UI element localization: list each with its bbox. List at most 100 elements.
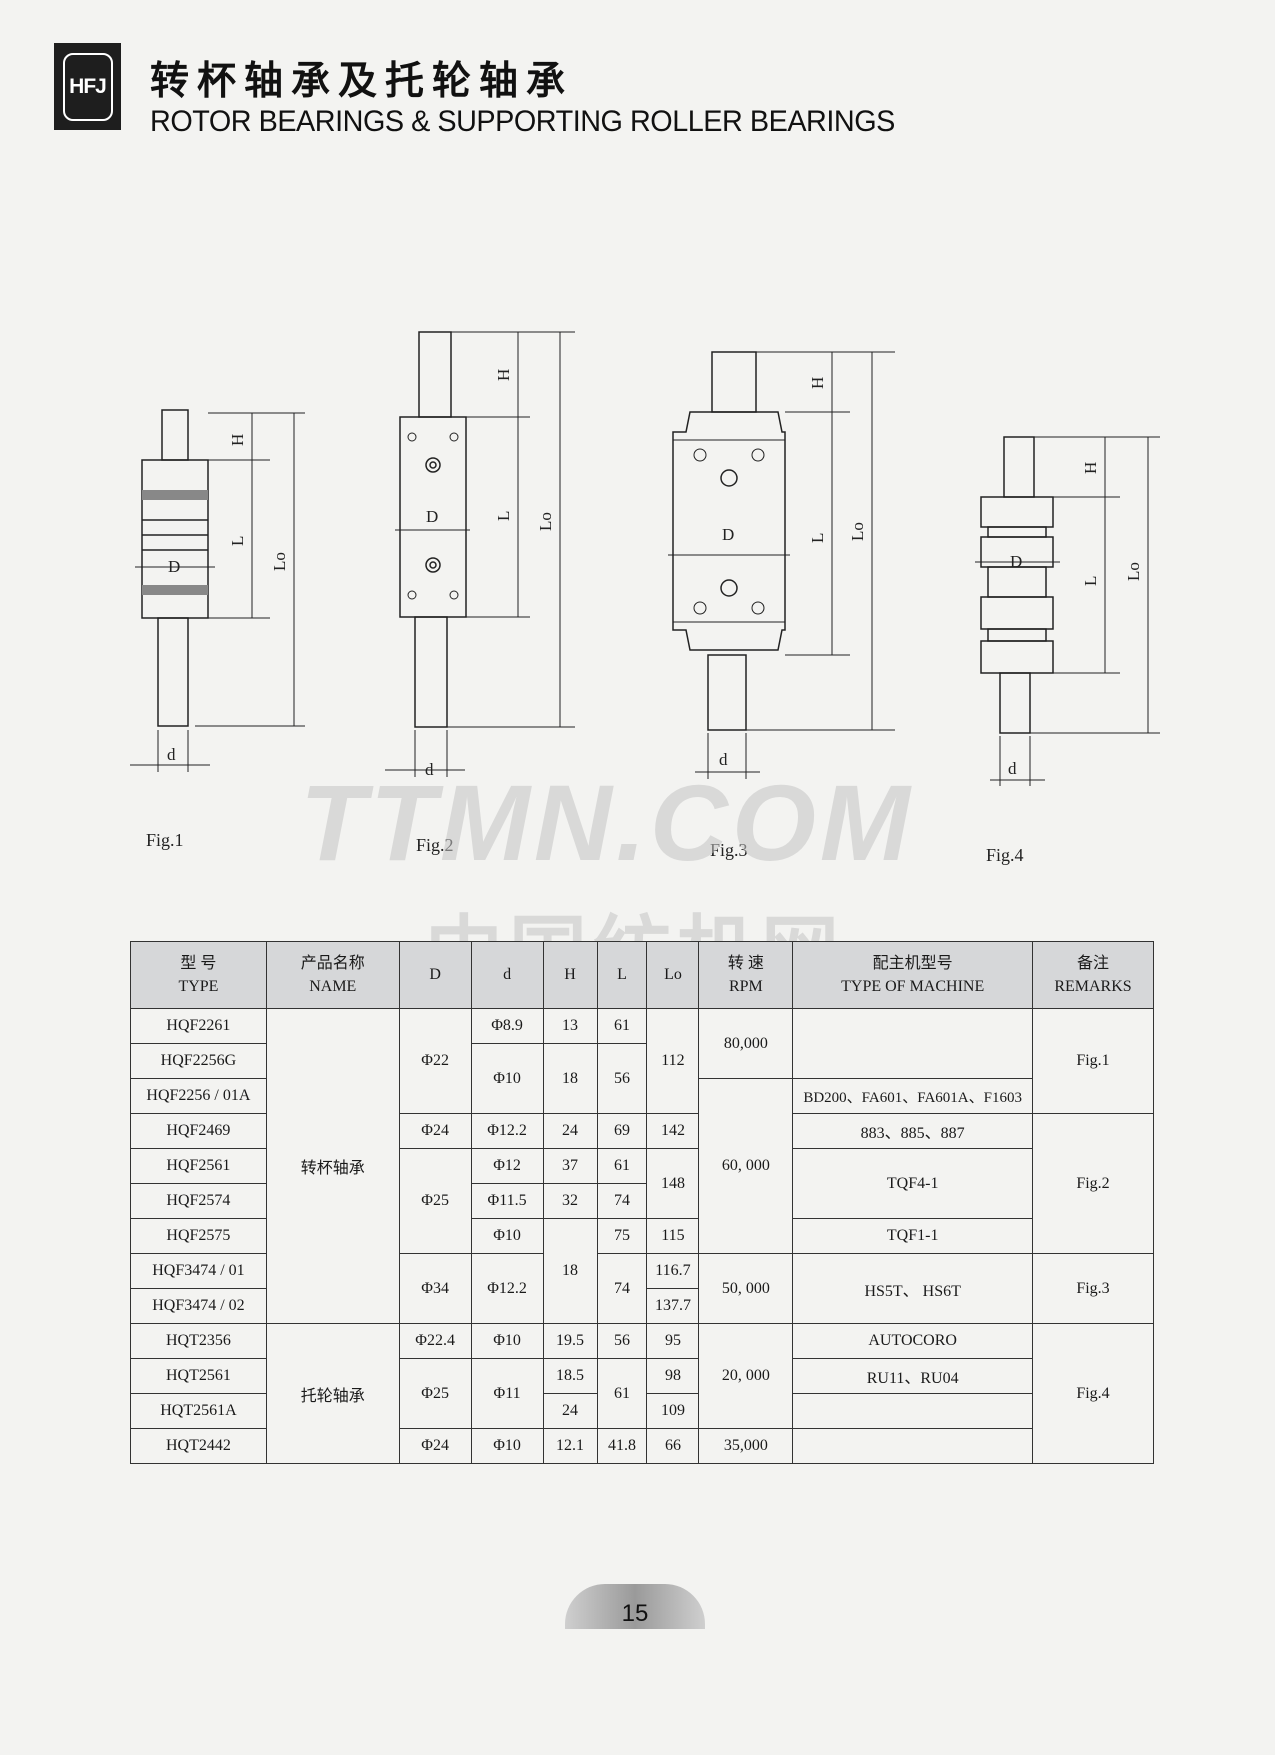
cell-rpm: 60, 000 [698, 1078, 794, 1254]
fig1-dim-h: H [228, 434, 247, 446]
cell-machine-empty [792, 1008, 1034, 1079]
cell-D: Φ22 [398, 1008, 472, 1114]
fig3-dim-lo: Lo [848, 522, 867, 541]
table-row: HQF2256G Φ10 18 56 [130, 1043, 1154, 1114]
fig4-dim-d-outer: D [1010, 552, 1022, 571]
cell-remarks: Fig.3 [1032, 1253, 1154, 1324]
cell-machine-empty [792, 1428, 1034, 1464]
cell-L: 56 [596, 1043, 648, 1114]
brand-logo: HFJ [54, 43, 121, 130]
cell-L: 56 [596, 1323, 648, 1359]
cell-rpm: 80,000 [698, 1008, 794, 1079]
fig2-dim-d-outer: D [426, 507, 438, 526]
cell-L: 74 [596, 1253, 648, 1324]
cell-Lo: 115 [646, 1218, 700, 1254]
cell-Lo: 109 [646, 1393, 700, 1429]
cell-L: 41.8 [596, 1428, 648, 1464]
fig2-dim-lo: Lo [536, 512, 555, 531]
cell-H: 24 [542, 1393, 598, 1429]
cell-Lo: 98 [646, 1358, 700, 1394]
fig2-dim-d-shaft: d [425, 760, 434, 779]
table-row: HQT2356 托轮轴承 Φ22.4 Φ10 19.5 56 95 20, 00… [130, 1323, 1154, 1464]
cell-H: 12.1 [542, 1428, 598, 1464]
fig3-dim-d-outer: D [722, 525, 734, 544]
cell-L: 75 [596, 1218, 648, 1254]
header-lo: Lo [646, 941, 700, 1009]
fig4-dim-h: H [1081, 462, 1100, 474]
cell-machine: HS5T、 HS6T [792, 1253, 1034, 1324]
table-row: HQT2561 Φ25 Φ11 18.5 61 98 RU11、RU04 [130, 1358, 1154, 1429]
cell-Lo: 137.7 [646, 1288, 700, 1324]
figure-2-drawing: H L Lo D d [385, 331, 575, 779]
cell-H: 32 [542, 1183, 598, 1219]
cell-machine-empty [792, 1393, 1034, 1429]
cell-rpm: 20, 000 [698, 1323, 794, 1429]
cell-L: 69 [596, 1113, 648, 1149]
cell-type: HQT2561A [130, 1393, 267, 1429]
table-row: HQT2442 Φ24 Φ10 12.1 41.8 66 35,000 [130, 1428, 1154, 1464]
header-outer-diameter: D [398, 941, 472, 1009]
cell-type: HQF2261 [130, 1008, 267, 1044]
fig2-caption: Fig.2 [416, 835, 454, 855]
cell-d: Φ11 [470, 1358, 544, 1429]
header-shaft-diameter: d [470, 941, 544, 1009]
cell-machine: 883、885、887 [792, 1113, 1034, 1149]
cell-remarks: Fig.1 [1032, 1008, 1154, 1114]
fig1-dim-lo: Lo [270, 552, 289, 571]
figure-3-drawing: H L Lo D d [668, 351, 895, 779]
cell-D: Φ22.4 [398, 1323, 472, 1359]
table-row: HQF2261 转杯轴承 Φ22 Φ8.9 13 61 112 80,000 F… [130, 1008, 1154, 1324]
table-row: HQF2469 Φ24 Φ12.2 24 69 142 883、885、887 … [130, 1113, 1154, 1254]
table-row: HQF3474 / 01 Φ34 Φ12.2 74 116.7 50, 000 … [130, 1253, 1154, 1324]
cell-machine: TQF1-1 [792, 1218, 1034, 1254]
fig4-dim-l: L [1081, 576, 1100, 586]
cell-H: 19.5 [542, 1323, 598, 1359]
fig1-dim-d-shaft: d [167, 745, 176, 764]
cell-type: HQF2574 [130, 1183, 267, 1219]
cell-type: HQF3474 / 02 [130, 1288, 267, 1324]
fig4-dim-d-shaft: d [1008, 759, 1017, 778]
cell-rpm: 50, 000 [698, 1253, 794, 1324]
watermark-ttmn: TTMN.COM [300, 762, 914, 883]
cell-d: Φ12.2 [470, 1113, 544, 1149]
cell-remarks: Fig.4 [1032, 1323, 1154, 1464]
header-h: H [542, 941, 598, 1009]
page-number-tab [565, 1584, 705, 1629]
table-row: HQF2256 / 01A 60, 000 BD200、FA601、FA601A… [130, 1078, 1154, 1254]
cell-type: HQF2561 [130, 1148, 267, 1184]
cell-machine: BD200、FA601、FA601A、F1603 [792, 1078, 1034, 1114]
fig4-caption: Fig.4 [986, 845, 1024, 865]
cell-type: HQF2575 [130, 1218, 267, 1254]
cell-d: Φ12.2 [470, 1253, 544, 1324]
table-row: HQF2561 Φ25 Φ12 37 61 148 TQF4-1 [130, 1148, 1154, 1254]
fig1-dim-d-outer: D [168, 557, 180, 576]
cell-machine: TQF4-1 [792, 1148, 1034, 1219]
cell-H: 18 [542, 1043, 598, 1114]
fig1-dim-l: L [228, 536, 247, 546]
cell-type: HQF2256G [130, 1043, 267, 1079]
cell-type: HQF3474 / 01 [130, 1253, 267, 1289]
table-row: HQF2574 Φ11.5 32 74 [130, 1183, 1154, 1219]
cell-L: 61 [596, 1148, 648, 1184]
cell-D: Φ24 [398, 1428, 472, 1464]
fig1-caption: Fig.1 [146, 830, 184, 850]
cell-machine: AUTOCORO [792, 1323, 1034, 1359]
cell-L: 61 [596, 1358, 648, 1429]
cell-D: Φ25 [398, 1358, 472, 1429]
cell-d: Φ10 [470, 1218, 544, 1254]
cell-d: Φ10 [470, 1043, 544, 1114]
fig3-dim-d-shaft: d [719, 750, 728, 769]
page-number: 15 [621, 1600, 649, 1627]
cell-d: Φ10 [470, 1428, 544, 1464]
cell-L: 61 [596, 1008, 648, 1044]
cell-type: HQT2561 [130, 1358, 267, 1394]
figure-4-drawing: H L Lo D d [975, 436, 1160, 786]
logo-text: HFJ [62, 52, 113, 121]
cell-type: HQF2256 / 01A [130, 1078, 267, 1114]
